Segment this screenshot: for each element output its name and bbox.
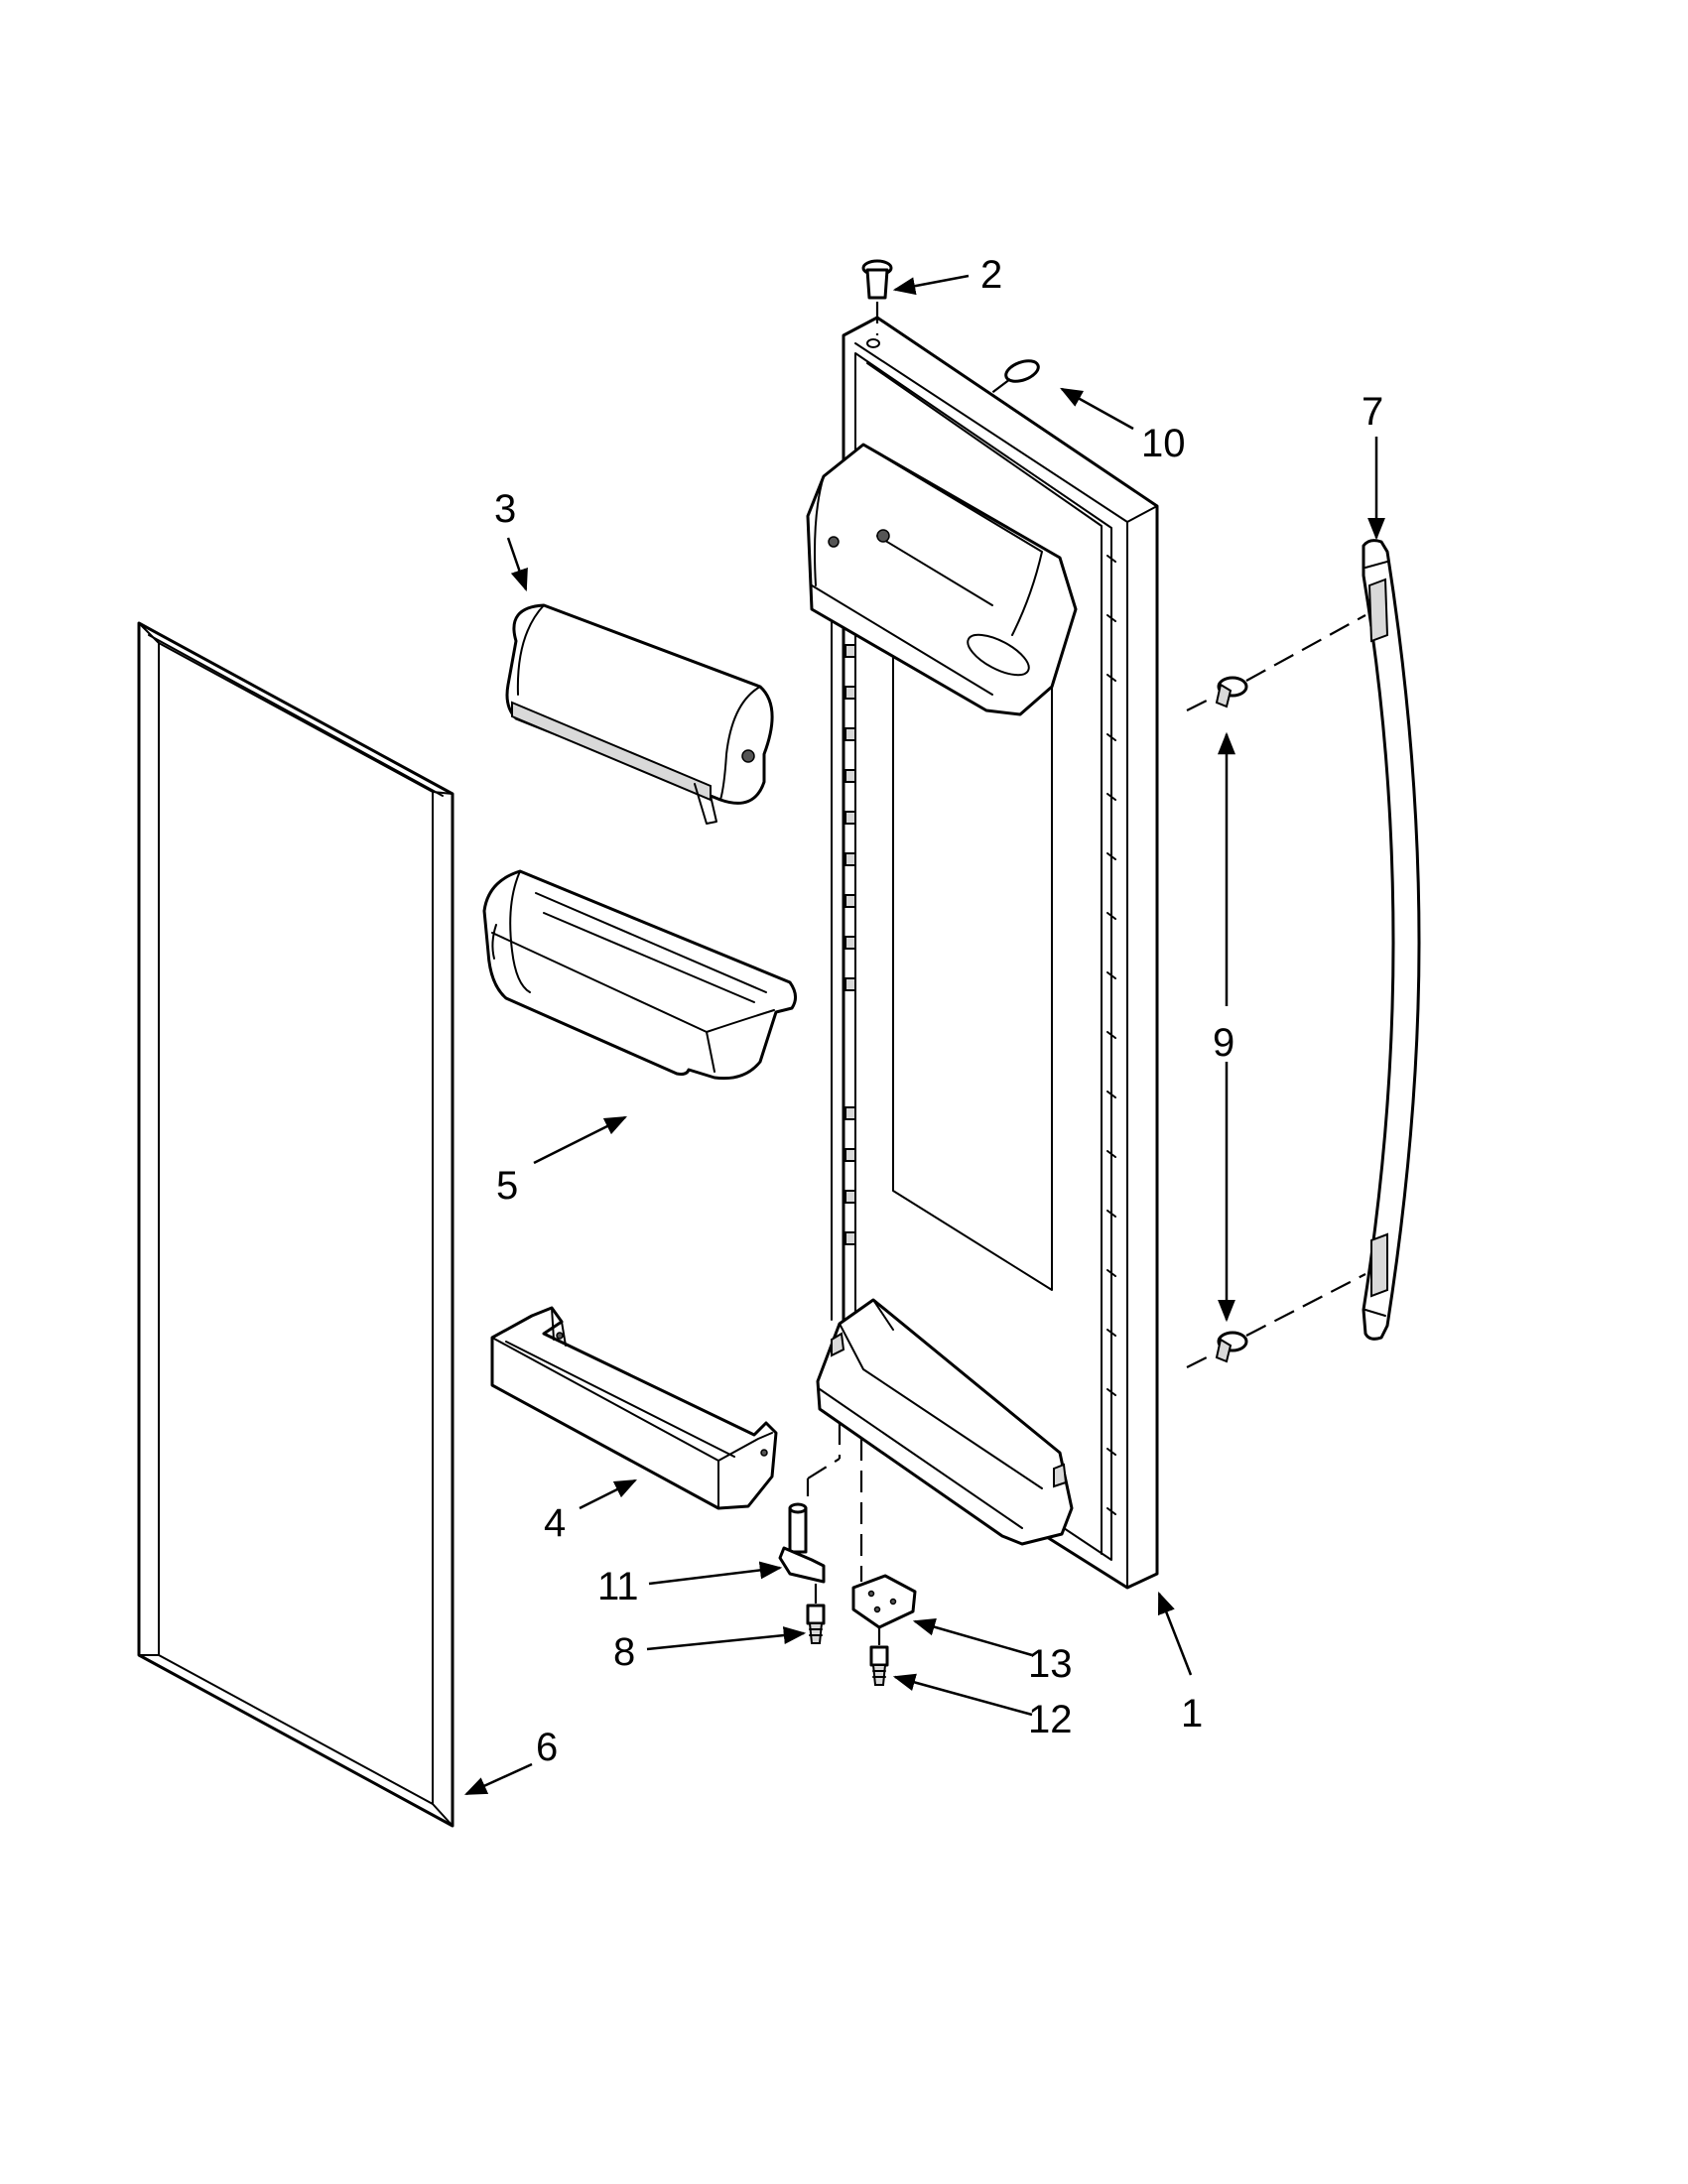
callout-10: 10 <box>1141 422 1186 465</box>
hinge-screw <box>806 1584 826 1644</box>
top-hinge-plug <box>861 259 893 335</box>
hinge-shim <box>851 1439 917 1629</box>
callout-7: 7 <box>1362 390 1383 434</box>
door-shelf-bar <box>490 1306 778 1510</box>
callout-6: 6 <box>536 1726 558 1769</box>
callout-11: 11 <box>597 1565 639 1608</box>
callout-13: 13 <box>1028 1642 1073 1686</box>
callout-4: 4 <box>544 1501 566 1545</box>
door-bin <box>482 869 797 1081</box>
hinge-hole-plug <box>985 359 1040 398</box>
dairy-compartment <box>505 603 774 825</box>
bottom-hinge <box>778 1423 842 1584</box>
callout-labels: 2 10 7 3 9 5 4 11 8 13 1 12 6 <box>494 253 1383 1769</box>
refrigerator-door <box>806 316 1159 1590</box>
callout-2: 2 <box>980 253 1002 297</box>
callout-3: 3 <box>494 487 516 531</box>
callout-12: 12 <box>1028 1698 1073 1741</box>
shelf-rail-tabs <box>844 644 856 1245</box>
handle-mounting-screws <box>1186 614 1366 1368</box>
callout-8: 8 <box>613 1630 635 1674</box>
callout-9: 9 <box>1213 1021 1234 1065</box>
callout-1: 1 <box>1181 1692 1203 1735</box>
door-handle <box>1362 539 1421 1341</box>
door-gasket <box>137 621 454 1828</box>
callout-5: 5 <box>496 1164 518 1208</box>
leader-lines <box>463 274 1385 1796</box>
shim-screw <box>869 1627 889 1686</box>
